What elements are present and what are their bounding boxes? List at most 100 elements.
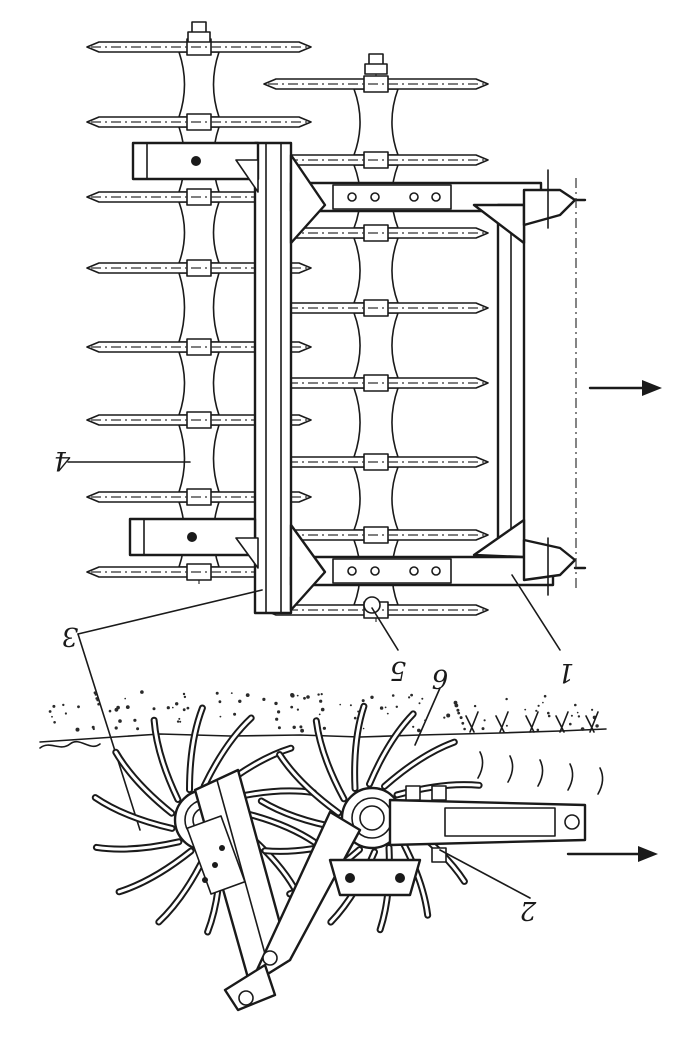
soil-grain (166, 706, 170, 710)
beam-gussets (235, 153, 327, 612)
callout-labels: 4 3 5 1 6 2 (54, 445, 575, 925)
soil-grain (379, 706, 384, 710)
tine-inner (368, 712, 415, 786)
soil-grain (483, 719, 486, 722)
soil-grain (97, 702, 100, 706)
soil-grain (569, 722, 572, 726)
soil-grain (96, 699, 99, 702)
soil-texture (48, 690, 599, 733)
tine-inner (117, 849, 193, 894)
tine (150, 716, 182, 803)
soil-grain (577, 715, 581, 718)
tine-inner (353, 704, 366, 790)
spool (353, 88, 399, 156)
soil-grain (547, 714, 551, 718)
soil-grain (215, 691, 219, 695)
soil-grain (245, 693, 250, 697)
soil-grain (574, 703, 577, 707)
soil-grain (114, 726, 118, 730)
soil-grain (77, 705, 80, 709)
soil-grain (473, 704, 477, 708)
soil-grain (152, 707, 156, 711)
tine-inner (114, 750, 174, 815)
soil-grain (51, 715, 53, 718)
soil-grain (230, 692, 233, 694)
soil-grain (292, 725, 296, 729)
soil-grain (570, 714, 573, 717)
soil-grain (218, 700, 222, 704)
main-beam (253, 141, 293, 615)
soil-grain (52, 704, 56, 708)
tine-inner (93, 796, 174, 830)
callout-2: 2 (520, 895, 538, 925)
soil-grain (296, 694, 299, 697)
soil-grain (524, 708, 527, 711)
soil-grain (183, 695, 187, 699)
stubble-marks (465, 711, 604, 795)
soil-grain (48, 710, 52, 713)
soil-grain (320, 693, 323, 696)
soil-grain (290, 705, 294, 709)
soil-grain (446, 713, 451, 718)
soil-grain (595, 724, 599, 728)
root (477, 751, 484, 779)
travel-direction-arrow-bottom (566, 846, 658, 862)
soil-grain (182, 708, 186, 712)
stubble-blade (585, 711, 599, 733)
soil-grain (75, 727, 80, 732)
tine-inner (278, 753, 340, 815)
soil-grain (133, 718, 137, 722)
stubble-blade (525, 711, 539, 733)
tine (155, 850, 210, 926)
lower-link-bar (289, 555, 555, 614)
soil-grain (179, 720, 182, 723)
soil-grain (95, 697, 99, 700)
spool (178, 201, 220, 264)
tine (115, 847, 195, 896)
tine-inner (202, 716, 253, 788)
soil-grain (186, 706, 190, 710)
soil-grain (362, 727, 365, 730)
soil-grain (108, 709, 112, 713)
soil-grain (53, 721, 56, 724)
side-leader-lines (414, 687, 531, 899)
soil-grain (417, 728, 421, 733)
callout-6: 6 (432, 663, 449, 693)
soil-grain (277, 726, 281, 730)
tine-inner (94, 840, 181, 851)
soil-grain (505, 697, 508, 701)
soil-grain (408, 696, 411, 699)
soil-grain (92, 727, 95, 731)
soil-grain (320, 707, 325, 712)
soil-grain (591, 708, 594, 711)
soil-grain (443, 716, 446, 719)
stubble-blade (555, 711, 569, 733)
soil-grain (412, 725, 415, 728)
tine-inner (188, 706, 204, 792)
spool (353, 312, 399, 379)
soil-grain (124, 697, 126, 700)
soil-grain (580, 727, 585, 731)
tine-inner (383, 740, 456, 788)
plan-view (67, 21, 662, 831)
soil-grain (537, 704, 540, 707)
soil-grain (219, 715, 222, 718)
soil-grain (505, 724, 508, 727)
soil-grain (299, 725, 303, 729)
root (537, 759, 544, 787)
hitch-frame (472, 169, 587, 596)
soil-grain (395, 705, 398, 708)
soil-grain (176, 720, 180, 723)
soil-grain (118, 719, 122, 723)
soil-grain (233, 712, 237, 716)
root (597, 767, 604, 795)
lower-left-bracket (128, 517, 257, 557)
tine-inner (314, 719, 346, 801)
soil-grain (175, 702, 179, 706)
soil-grain (317, 693, 320, 696)
spool (178, 351, 220, 416)
soil-grain (172, 706, 174, 709)
stubble-blade (465, 711, 479, 733)
soil-grain (182, 692, 186, 696)
soil-grain (361, 699, 365, 703)
